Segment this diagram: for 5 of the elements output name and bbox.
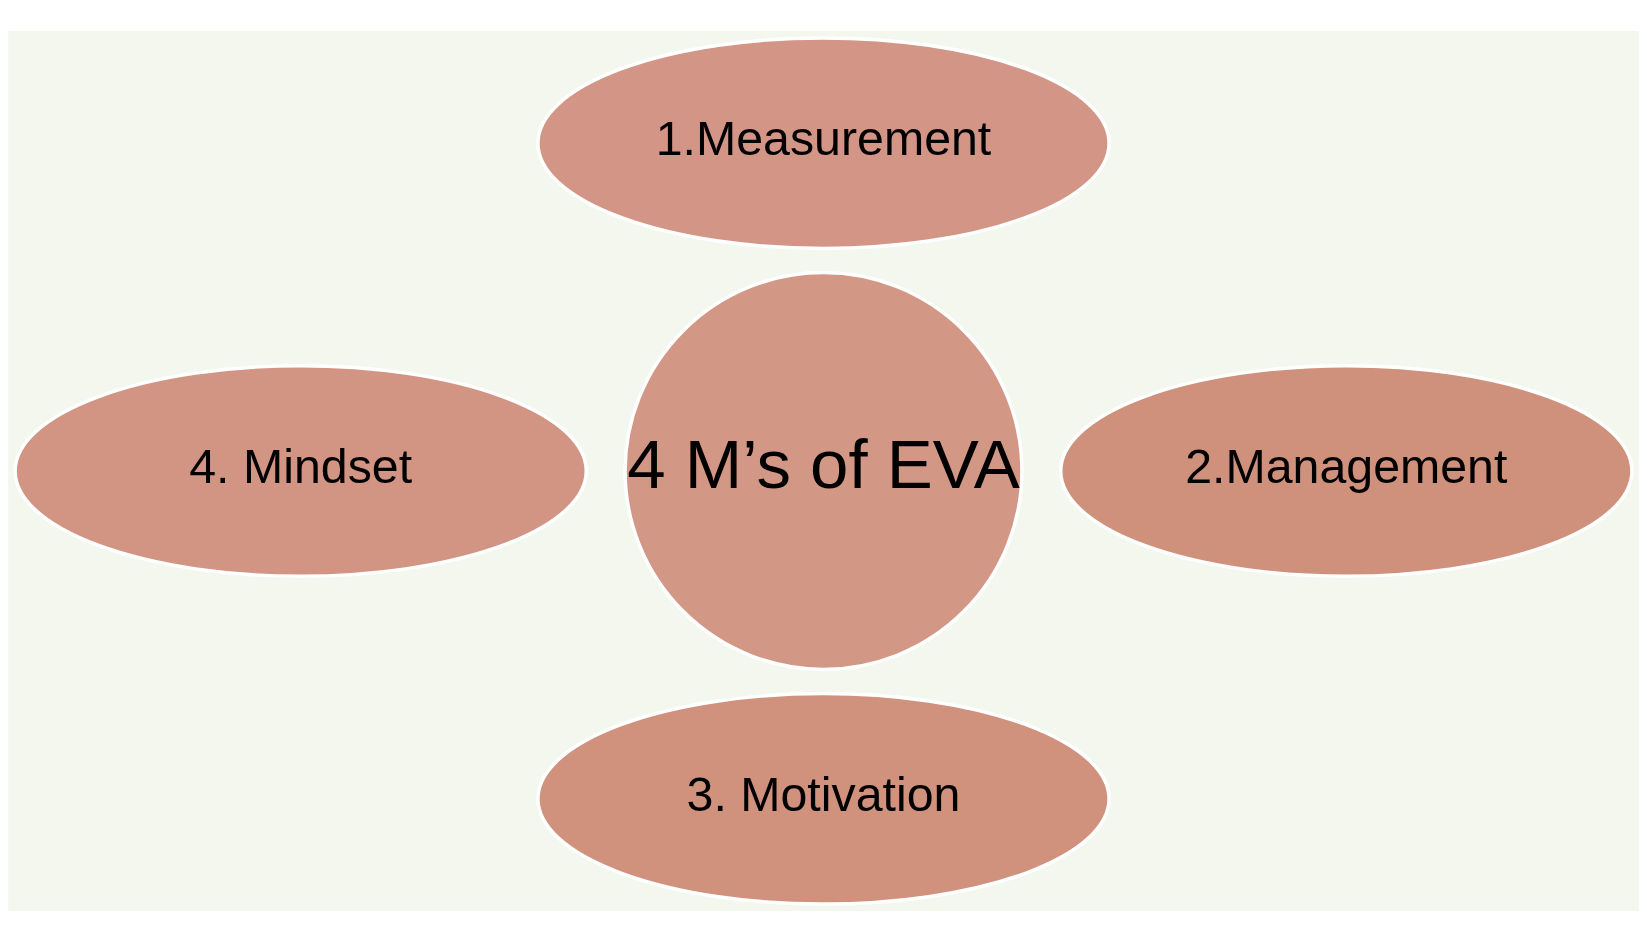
node-ellipse: 4. Mindset bbox=[13, 364, 588, 578]
node-ellipse: 2.Management bbox=[1059, 364, 1634, 578]
node-ellipse: 3. Motivation bbox=[536, 691, 1111, 906]
node-ellipse: 1.Measurement bbox=[536, 36, 1111, 251]
node-circle: 4 M’s of EVA bbox=[623, 270, 1024, 672]
